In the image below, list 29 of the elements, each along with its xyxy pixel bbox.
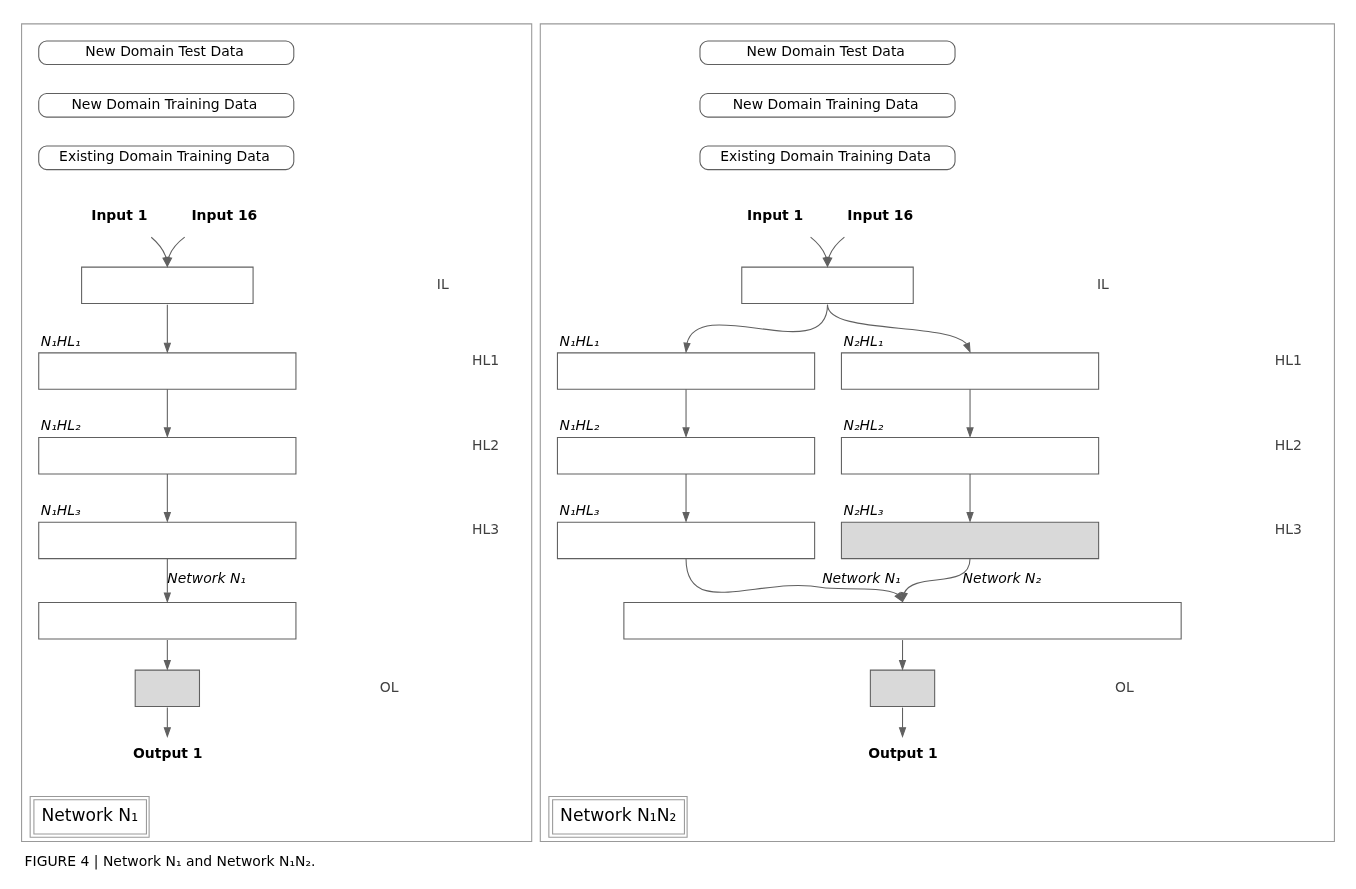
node-label: N₁HL₃ xyxy=(559,502,600,519)
label: HL1 xyxy=(1274,352,1302,369)
label: IL xyxy=(1096,276,1109,292)
label: HL3 xyxy=(472,521,500,538)
node-text: Input 1 xyxy=(747,207,804,224)
label: IL xyxy=(436,276,449,292)
node-label: N₂HL₁ xyxy=(843,332,884,349)
edge-label: Network N₂ xyxy=(962,569,1042,586)
node-text: Output 1 xyxy=(868,745,938,762)
node-label: N₁HL₁ xyxy=(559,332,600,349)
label: OL xyxy=(1115,678,1134,695)
caption: FIGURE 4 | Network N₁ and Network N₁N₂. xyxy=(24,852,316,869)
node-text: Input 1 xyxy=(91,207,148,224)
label: HL1 xyxy=(472,352,500,369)
label: HL2 xyxy=(472,436,500,453)
label: OL xyxy=(379,678,399,695)
label: HL2 xyxy=(1274,436,1302,453)
node-label: N₁HL₁ xyxy=(40,332,81,349)
edge-label: Network N₁ xyxy=(822,569,901,586)
label: HL3 xyxy=(1274,521,1302,538)
node-text: Output 1 xyxy=(133,745,203,762)
node-label: N₁HL₃ xyxy=(40,502,81,519)
node-label: N₁HL₂ xyxy=(559,417,600,434)
node-label: N₂HL₂ xyxy=(843,417,884,434)
node-text: Input 16 xyxy=(847,207,914,224)
node-label: N₁HL₂ xyxy=(40,417,81,434)
edge-label: Network N₁ xyxy=(167,569,246,586)
node-text: Input 16 xyxy=(191,207,258,224)
node-label: N₂HL₃ xyxy=(843,502,884,519)
